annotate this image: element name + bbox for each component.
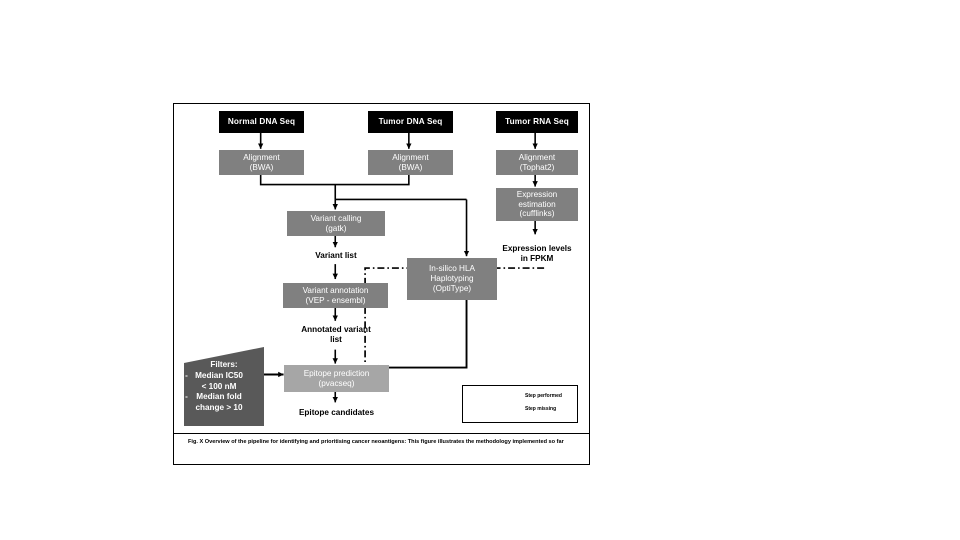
variant-annotation-line1: Variant annotation — [302, 285, 369, 295]
filters-item-0: - Median IC50 < 100 nM — [184, 371, 264, 393]
annotated-variant-list-line2: list — [330, 335, 342, 344]
legend-step-performed-label: Step performed — [525, 393, 562, 399]
figure-caption: Fig. X Overview of the pipeline for iden… — [188, 439, 564, 445]
alignment-bwa-normal-line2: (BWA) — [249, 162, 274, 172]
node-normal-dna-seq[interactable]: Normal DNA Seq — [219, 111, 304, 133]
variant-annotation-line2: (VEP - ensembl) — [305, 295, 366, 305]
node-variant-calling[interactable]: Variant calling (gatk) — [287, 211, 385, 236]
node-annotated-variant-list: Annotated variant list — [286, 323, 386, 347]
expression-levels-line1: Expression levels — [502, 244, 572, 254]
alignment-tophat2-line1: Alignment — [518, 152, 556, 162]
filters-title: Filters: — [210, 360, 238, 369]
node-tumor-rna-seq[interactable]: Tumor RNA Seq — [496, 111, 578, 133]
node-epitope-prediction[interactable]: Epitope prediction (pvacseq) — [284, 365, 389, 392]
filters-bullet-1: - — [185, 392, 188, 402]
merge-bus-bwa-alignments — [259, 173, 410, 186]
legend-box: Step performed Step missing — [462, 385, 578, 423]
node-variant-annotation[interactable]: Variant annotation (VEP - ensembl) — [283, 283, 388, 308]
alignment-bwa-tumor-line1: Alignment — [392, 152, 429, 162]
node-tumor-rna-seq-label: Tumor RNA Seq — [505, 117, 569, 127]
node-variant-list: Variant list — [291, 249, 381, 263]
epitope-prediction-line1: Epitope prediction — [303, 368, 370, 378]
expression-levels-line2: in FPKM — [520, 254, 554, 263]
filters-item-0-line2: < 100 nM — [201, 381, 237, 391]
alignment-bwa-tumor-line2: (BWA) — [398, 162, 423, 172]
node-alignment-tophat2[interactable]: Alignment (Tophat2) — [496, 150, 578, 175]
variant-calling-line2: (gatk) — [325, 223, 347, 233]
caption-divider — [174, 433, 589, 434]
expression-estimation-line3: (cufflinks) — [519, 209, 555, 219]
node-expression-estimation[interactable]: Expression estimation (cufflinks) — [496, 188, 578, 221]
legend-step-missing-label: Step missing — [525, 406, 557, 412]
epitope-prediction-line2: (pvacseq) — [318, 378, 355, 388]
hla-haplotyping-line3: (OptiType) — [432, 283, 472, 293]
arrow-hla-to-epitope — [372, 298, 468, 371]
node-tumor-dna-seq-label: Tumor DNA Seq — [378, 117, 443, 127]
filters-item-1-line1: Median fold — [196, 392, 242, 402]
node-alignment-bwa-normal[interactable]: Alignment (BWA) — [219, 150, 304, 175]
filters-item-0-line1: Median IC50 — [195, 370, 243, 380]
variant-calling-line1: Variant calling — [310, 213, 362, 223]
filters-bullet-0: - — [185, 370, 188, 380]
hla-haplotyping-line2: Haplotyping — [430, 274, 474, 284]
variant-list-label: Variant list — [315, 251, 357, 261]
epitope-candidates-label: Epitope candidates — [298, 408, 375, 418]
legend-item-step-missing: Step missing — [525, 406, 556, 412]
legend-item-step-performed: Step performed — [525, 393, 562, 399]
node-hla-haplotyping[interactable]: In-silico HLA Haplotyping (OptiType) — [407, 258, 497, 300]
annotated-variant-list-line1: Annotated variant — [301, 325, 371, 335]
node-filters[interactable]: Filters: - Median IC50 < 100 nM - Median… — [184, 347, 264, 426]
node-normal-dna-seq-label: Normal DNA Seq — [227, 117, 296, 127]
filters-item-1: - Median fold change > 10 — [184, 392, 264, 414]
node-epitope-candidates: Epitope candidates — [284, 406, 389, 420]
hla-haplotyping-line1: In-silico HLA — [429, 264, 475, 274]
node-expression-levels: Expression levels in FPKM — [487, 243, 587, 265]
filters-content: Filters: - Median IC50 < 100 nM - Median… — [184, 360, 264, 414]
filters-shape — [184, 347, 264, 426]
filters-item-1-line2: change > 10 — [195, 403, 243, 413]
expression-estimation-line2: estimation — [518, 199, 556, 209]
expression-estimation-line1: Expression — [516, 189, 558, 199]
node-alignment-bwa-tumor[interactable]: Alignment (BWA) — [368, 150, 453, 175]
alignment-bwa-normal-line1: Alignment — [243, 152, 280, 162]
figure-container: Normal DNA Seq Tumor DNA Seq Tumor RNA S… — [173, 103, 590, 465]
node-tumor-dna-seq[interactable]: Tumor DNA Seq — [368, 111, 453, 133]
alignment-tophat2-line2: (Tophat2) — [519, 162, 555, 172]
